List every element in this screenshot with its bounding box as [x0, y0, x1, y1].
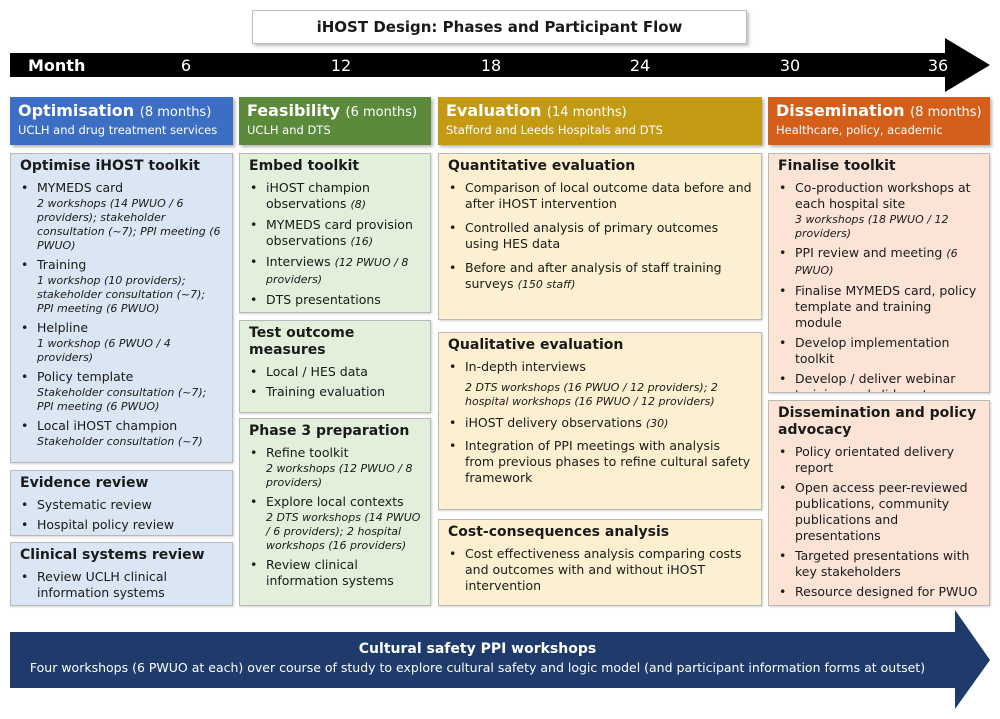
list-item: iHOST delivery observations (30) [448, 415, 753, 432]
box-heading: Test outcome measures [249, 325, 355, 358]
list-item: Review UCLH clinical information systems [20, 569, 224, 601]
phase-header-optimisation: Optimisation (8 months) UCLH and drug tr… [10, 97, 233, 145]
timeline-tick: 30 [779, 56, 801, 75]
box-heading: Cost-consequences analysis [448, 524, 670, 540]
list-item: Open access peer-reviewed publications, … [778, 480, 981, 544]
ppi-title: Cultural safety PPI workshops [358, 641, 597, 657]
box-test-outcome-measures: Test outcome measures Local / HES data T… [239, 320, 431, 413]
month-timeline-arrow [10, 38, 990, 92]
timeline-tick: 24 [629, 56, 651, 75]
list-item: Training evaluation [249, 384, 422, 400]
timeline-tick: 6 [180, 56, 192, 75]
box-heading: Finalise toolkit [778, 158, 896, 174]
phase-subtitle: Stafford and Leeds Hospitals and DTS [446, 123, 663, 137]
list-item: Controlled analysis of primary outcomes … [448, 220, 753, 252]
list-item: Integration of PPI meetings with analysi… [448, 438, 753, 486]
list-item: iHOST champion observations (8) [249, 180, 422, 213]
timeline-label: Month [28, 56, 86, 75]
list-item: Cost effectiveness analysis comparing co… [448, 546, 753, 594]
list-item: Develop / deliver webinar training and s… [778, 371, 981, 392]
diagram-title: iHOST Design: Phases and Participant Flo… [252, 10, 747, 44]
phase-duration: (6 months) [345, 105, 418, 120]
list-item: Interviews (12 PWUO / 8 providers) [249, 254, 422, 288]
phase-name: Evaluation [446, 101, 542, 120]
phase-subtitle: Healthcare, policy, academic [776, 123, 943, 137]
phase-subtitle: UCLH and DTS [247, 123, 331, 137]
list-item: Systematic review [20, 497, 224, 513]
list-item: Before and after analysis of staff train… [448, 260, 753, 293]
box-evidence-review: Evidence review Systematic review Hospit… [10, 470, 233, 536]
list-item: Comparison of local outcome data before … [448, 180, 753, 212]
box-finalise-toolkit: Finalise toolkit Co-production workshops… [768, 153, 990, 393]
phase-header-evaluation: Evaluation (14 months) Stafford and Leed… [438, 97, 762, 145]
phase-duration: (8 months) [910, 105, 982, 120]
phase-header-feasibility: Feasibility (6 months) UCLH and DTS [239, 97, 431, 145]
timeline-tick: 18 [480, 56, 502, 75]
phase-duration: (14 months) [546, 105, 627, 120]
box-qualitative-evaluation: Qualitative evaluation In-depth intervie… [438, 332, 762, 510]
box-heading: Phase 3 preparation [249, 423, 410, 439]
list-item: Resource designed for PWUO [778, 584, 981, 600]
list-item: PPI review and meeting (6 PWUO) [778, 245, 981, 279]
list-item: DTS presentations [249, 292, 422, 308]
box-heading: Quantitative evaluation [448, 158, 636, 174]
list-item: Finalise MYMEDS card, policy template an… [778, 283, 981, 331]
phase-name: Dissemination [776, 101, 905, 120]
timeline-tick: 36 [927, 56, 949, 75]
timeline-tick: 12 [330, 56, 352, 75]
box-heading: Clinical systems review [20, 547, 205, 563]
phase-header-dissemination: Dissemination (8 months) Healthcare, pol… [768, 97, 990, 145]
list-item: Targeted presentations with key stakehol… [778, 548, 981, 580]
box-heading: Embed toolkit [249, 158, 360, 174]
list-item: Hospital policy review [20, 517, 224, 533]
list-item: Co-production workshops at each hospital… [778, 180, 981, 241]
list-item: MYMEDS card provision observations (16) [249, 217, 422, 250]
box-heading: Optimise iHOST toolkit [20, 158, 200, 174]
phase-name: Feasibility [247, 101, 340, 120]
ppi-description: Four workshops (6 PWUO at each) over cou… [29, 660, 926, 675]
box-quantitative-evaluation: Quantitative evaluation Comparison of lo… [438, 153, 762, 320]
list-item: Review clinical information systems [249, 557, 422, 589]
box-cost-consequences-analysis: Cost-consequences analysis Cost effectiv… [438, 519, 762, 606]
box-heading: Dissemination and policy advocacy [778, 405, 977, 438]
box-clinical-systems-review: Clinical systems review Review UCLH clin… [10, 542, 233, 606]
phase-subtitle: UCLH and drug treatment services [18, 123, 218, 137]
ppi-workshops-arrow [10, 610, 990, 709]
list-item: Policy orientated delivery report [778, 444, 981, 476]
box-heading: Evidence review [20, 475, 149, 491]
phase-name: Optimisation [18, 101, 135, 120]
phase-duration: (8 months) [139, 105, 212, 120]
list-item: Local / HES data [249, 364, 422, 380]
list-item: Develop implementation toolkit [778, 335, 981, 367]
box-embed-toolkit: Embed toolkit iHOST champion observation… [239, 153, 431, 313]
box-dissemination-policy-advocacy: Dissemination and policy advocacy Policy… [768, 400, 990, 606]
box-heading: Qualitative evaluation [448, 337, 624, 353]
